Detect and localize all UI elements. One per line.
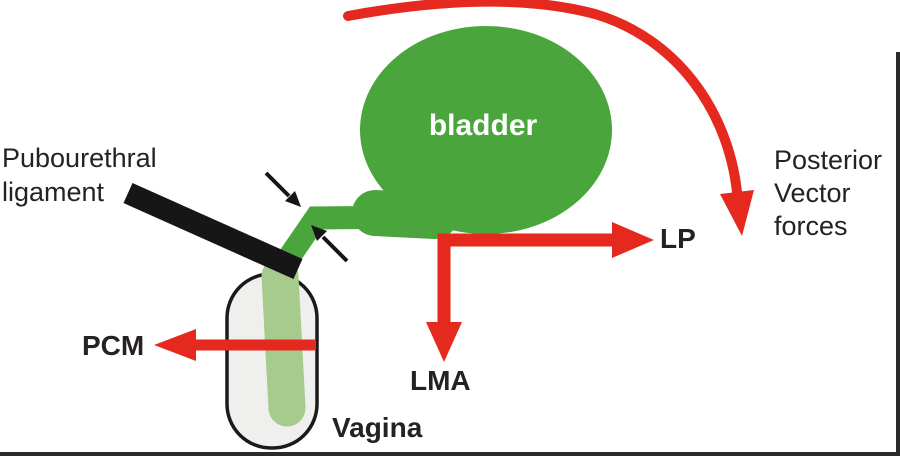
kink-arrow-lower-shaft xyxy=(321,235,349,263)
posterior-vector-arrow-shaft xyxy=(343,0,742,197)
lma-label: LMA xyxy=(410,365,471,396)
pcm-label: PCM xyxy=(82,330,145,361)
pubourethral-ligament-bar xyxy=(123,182,303,280)
kink-arrow-lower-head-icon xyxy=(311,225,327,241)
lp-label: LP xyxy=(660,223,696,254)
frame-bottom-border xyxy=(0,452,900,456)
lma-arrowhead-icon xyxy=(426,322,462,362)
vagina-label: Vagina xyxy=(332,412,423,443)
lp-lma-arrow-shafts xyxy=(437,233,612,322)
bladder-shape xyxy=(360,26,612,234)
posterior-vector-arrowhead-icon xyxy=(720,190,754,236)
frame-right-border xyxy=(896,52,900,456)
pcm-arrowhead-icon xyxy=(154,329,196,361)
kink-arrow-upper-shaft xyxy=(264,171,291,198)
lp-arrowhead-icon xyxy=(612,222,654,258)
kink-arrow-upper-head-icon xyxy=(285,191,301,207)
pubourethral-ligament-label: Pubourethral ligament xyxy=(2,143,157,207)
bladder-label: bladder xyxy=(428,109,538,142)
posterior-vector-forces-label: Posterior Vector forces xyxy=(774,145,883,241)
